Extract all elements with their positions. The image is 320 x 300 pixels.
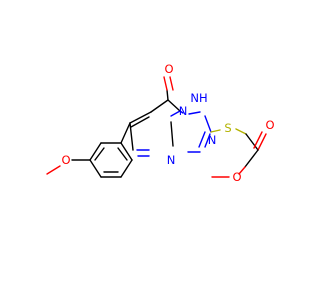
bond-aryl-inner-3: [117, 147, 128, 161]
nh-nitrogen-label: NH: [190, 91, 207, 105]
bond-nh-c2: [204, 115, 212, 133]
lower-nitrogen-label: N: [167, 153, 176, 167]
bond-c7-o-double: [169, 76, 174, 91]
bond-c7-o-upper: [163, 76, 168, 91]
bond-n1-nh: [188, 111, 201, 115]
bridge-nitrogen-label: N: [179, 104, 188, 118]
bond-ch2-carbonyl: [245, 133, 259, 151]
bond-aryl-5: [120, 159, 133, 178]
bond-aryl-2: [89, 142, 102, 161]
bond-aryl-6: [120, 142, 133, 161]
bond-carbonyl-o-double: [253, 131, 263, 149]
bond-n3-c2: [204, 133, 211, 148]
bond-c3a-n8: [170, 121, 174, 147]
bond-carbonyl-ester: [244, 149, 259, 168]
bond-c7-c6: [150, 99, 169, 113]
bonds: [46, 76, 267, 178]
ester-oxygen-label: O: [232, 170, 241, 184]
bond-n3-c2-double: [198, 131, 206, 148]
atom-labels: O NH N N N S O O O: [61, 62, 274, 184]
bond-c7-n8: [167, 99, 181, 112]
bond-n8-c7: [170, 110, 181, 117]
bond-c7-o: [166, 89, 169, 101]
upper-nitrogen-label: N: [208, 133, 217, 147]
bond-aryl-inner-1: [94, 147, 105, 161]
bond-c2-s: [210, 129, 221, 133]
bond-c6-c5-double: [130, 116, 150, 128]
chemical-structure: O NH N N N S O O O: [0, 0, 300, 300]
bond-c6-c5: [129, 111, 152, 124]
sulfur-label: S: [224, 121, 231, 135]
background: [0, 0, 300, 300]
oxo-oxygen-label: O: [164, 62, 173, 76]
bond-aryl-3: [89, 159, 102, 178]
methoxy-oxygen-label: O: [61, 153, 70, 167]
bond-c5-aryl: [120, 122, 131, 144]
bond-ester-o: [238, 166, 246, 175]
bond-n8-c8a: [179, 110, 184, 114]
bond-carbonyl-o: [257, 133, 267, 151]
bond-c5-n4a: [129, 122, 134, 151]
bond-s-ch2: [235, 128, 247, 135]
bond-methoxy-methyl: [46, 165, 61, 175]
carbonyl-oxygen-label: O: [265, 118, 274, 132]
